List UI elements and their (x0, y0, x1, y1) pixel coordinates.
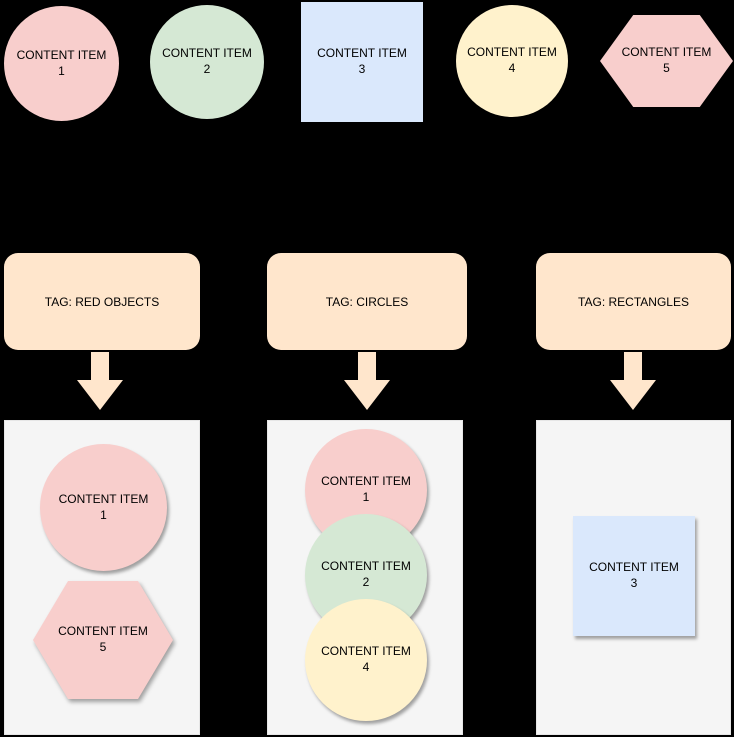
content-item-5-label: CONTENT ITEM 5 (621, 45, 712, 75)
tag-red-objects-label: TAG: RED OBJECTS (44, 294, 160, 309)
grouped-content-item-1-shape: CONTENT ITEM 1 (40, 444, 167, 571)
content-item-4-shape: CONTENT ITEM 4 (456, 5, 568, 117)
grouped-content-item-3-shape: CONTENT ITEM 3 (573, 516, 695, 636)
tag-rectangles-label: TAG: RECTANGLES (578, 294, 689, 309)
grouped-content-item-1-label: CONTENT ITEM 1 (321, 474, 411, 504)
content-item-1-label: CONTENT ITEM 1 (16, 47, 107, 78)
grouped-content-item-5-shape: CONTENT ITEM 5 (33, 581, 173, 699)
hexagon-icon: CONTENT ITEM 5 (33, 581, 173, 699)
content-item-4-label: CONTENT ITEM 4 (467, 45, 557, 75)
down-arrow-icon (344, 352, 390, 410)
hexagon-icon: CONTENT ITEM 5 (600, 15, 733, 107)
content-item-2-label: CONTENT ITEM 2 (162, 46, 252, 76)
grouped-content-item-1-label: CONTENT ITEM 1 (58, 491, 149, 522)
grouped-content-item-2-label: CONTENT ITEM 2 (321, 559, 411, 589)
content-item-3-label: CONTENT ITEM 3 (317, 46, 407, 76)
tag-circles: TAG: CIRCLES (267, 253, 467, 350)
tag-rectangles: TAG: RECTANGLES (536, 253, 731, 350)
group-container-rectangles: CONTENT ITEM 3 (536, 420, 731, 735)
down-arrow-icon (77, 352, 123, 410)
group-container-red-objects: CONTENT ITEM 1 CONTENT ITEM 5 (4, 420, 200, 735)
grouped-content-item-4-label: CONTENT ITEM 4 (321, 644, 411, 674)
down-arrow-icon (610, 352, 656, 410)
content-item-1-shape: CONTENT ITEM 1 (4, 6, 119, 121)
tag-red-objects: TAG: RED OBJECTS (4, 253, 200, 350)
group-container-circles: CONTENT ITEM 1 CONTENT ITEM 2 CONTENT IT… (267, 420, 463, 735)
grouped-content-item-3-label: CONTENT ITEM 3 (589, 560, 679, 590)
content-item-2-shape: CONTENT ITEM 2 (150, 5, 264, 119)
content-item-5-shape: CONTENT ITEM 5 (600, 15, 733, 107)
grouped-content-item-4-shape: CONTENT ITEM 4 (305, 599, 427, 721)
tag-circles-label: TAG: CIRCLES (325, 294, 409, 309)
grouped-content-item-5-label: CONTENT ITEM 5 (58, 624, 148, 654)
content-item-3-shape: CONTENT ITEM 3 (301, 2, 423, 122)
